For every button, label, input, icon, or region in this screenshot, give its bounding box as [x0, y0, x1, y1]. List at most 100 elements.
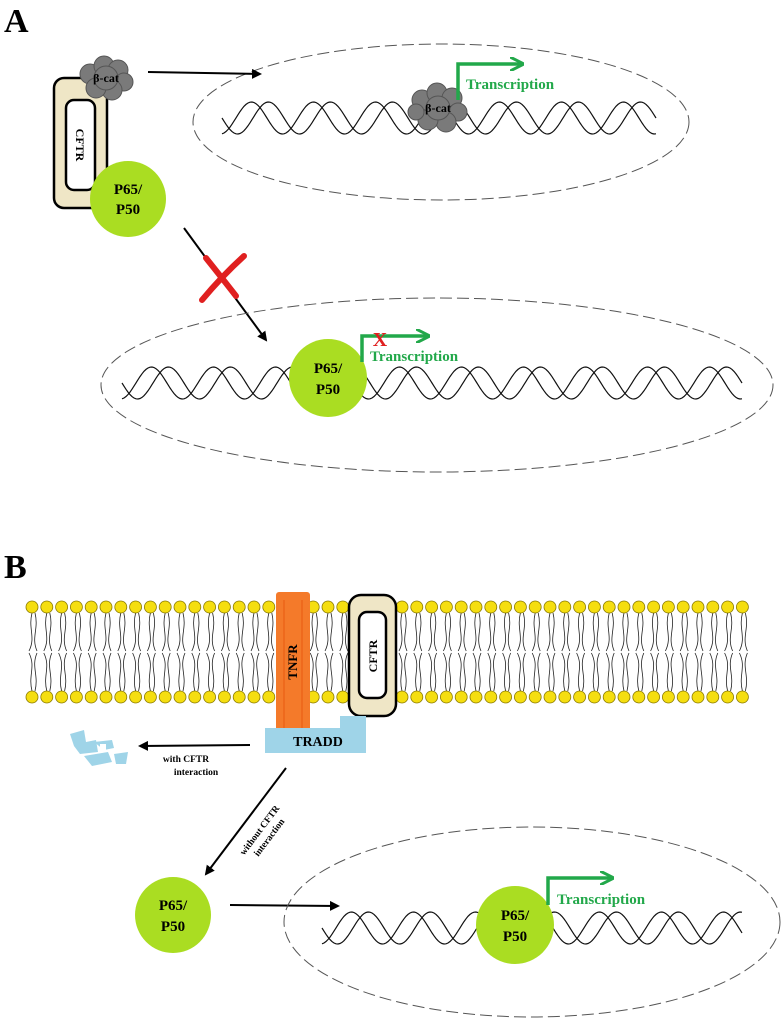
lipid-head-inner [25, 690, 39, 704]
lipid-head-outer [588, 600, 601, 614]
p65-label-b2: P65/ [501, 908, 530, 924]
dna-helix-lower-a [121, 366, 743, 400]
transcription-label-2: Transcription [370, 349, 459, 365]
lipid-head-inner [129, 690, 143, 704]
lipid-head-outer [573, 600, 586, 614]
beta-catenin-cytoplasm: β-cat [79, 55, 134, 101]
tradd-adaptor: TRADD [265, 716, 366, 753]
lipid-head-outer [543, 600, 557, 614]
lipid-head-inner [203, 690, 217, 704]
arrow-with-cftr [138, 740, 251, 751]
lipid-head-inner [410, 690, 424, 704]
lipid-head-inner [425, 690, 439, 704]
lipid-head-outer [55, 600, 68, 614]
transcription-label-3: Transcription [557, 892, 646, 908]
lipid-head-inner [647, 690, 660, 704]
lipid-head-outer [647, 600, 660, 614]
arrow-without-cftr [204, 767, 287, 876]
lipid-head-inner [662, 690, 675, 704]
cftr-label-b: CFTR [366, 639, 380, 672]
lipid-head-outer [514, 600, 527, 614]
lipid-head-inner [336, 690, 350, 704]
lipid-head-outer [676, 600, 690, 614]
translocation-arrow-beta-cat [147, 68, 262, 79]
with-cftr-label-2: interaction [174, 768, 219, 778]
lipid-head-inner [691, 690, 705, 704]
lipid-head-inner [528, 690, 542, 704]
lipid-head-outer [558, 600, 572, 614]
dna-strand-2 [121, 366, 743, 400]
lipid-head-outer [99, 600, 113, 614]
nfkb-complex-nuclear-b: P65/ P50 [476, 886, 554, 964]
lipid-head-outer [40, 600, 54, 614]
transcription-arrow-1 [456, 64, 522, 100]
lipid-head-outer [439, 600, 453, 614]
transcription-arrow-3 [546, 878, 612, 905]
lipid-head-inner [632, 690, 646, 704]
lipid-head-inner [55, 690, 68, 704]
lipid-head-outer [410, 600, 424, 614]
degraded-fragments [70, 730, 128, 766]
nucleus-lower-a [100, 297, 774, 473]
cftr-channel-b: CFTR [347, 593, 398, 718]
lipid-head-outer [736, 600, 749, 614]
lipid-head-inner [499, 690, 513, 704]
lipid-head-outer [425, 600, 439, 614]
lipid-head-outer [247, 600, 261, 614]
lipid-head-outer [528, 600, 542, 614]
lipid-head-inner [84, 690, 98, 704]
lipid-head-outer [662, 600, 675, 614]
lipid-head-inner [114, 690, 128, 704]
dna-strand-1 [121, 366, 743, 400]
beta-cat-label-cytoplasm: β-cat [93, 71, 119, 85]
nucleus-b [283, 826, 781, 1018]
cftr-label-a: CFTR [73, 129, 87, 162]
lipid-head-outer [469, 600, 483, 614]
lipid-head-outer [114, 600, 128, 614]
p65-label-b1: P65/ [159, 898, 188, 914]
block-x-mark-large [199, 253, 247, 303]
lipid-head-outer [691, 600, 705, 614]
tradd-label: TRADD [293, 735, 343, 750]
panel-label-a: A [4, 3, 29, 40]
lipid-head-outer [706, 600, 720, 614]
p50-label-a2: P50 [316, 382, 340, 398]
lipid-head-inner [514, 690, 527, 704]
nfkb-complex-nuclear-a: P65/ P50 [289, 339, 367, 417]
transcription-arrow-2 [360, 336, 428, 362]
lipid-head-inner [617, 690, 631, 704]
lipid-head-outer [25, 600, 39, 614]
p50-label-a1: P50 [116, 202, 140, 218]
lipid-head-outer [321, 600, 335, 614]
lipid-head-inner [247, 690, 261, 704]
lipid-head-inner [99, 690, 113, 704]
block-x-mark-small: X [373, 329, 388, 351]
lipid-head-inner [143, 690, 157, 704]
p65-label-a1: P65/ [114, 182, 143, 198]
lipid-head-inner [573, 690, 586, 704]
nfkb-complex-cytoplasm-a: P65/ P50 [90, 161, 166, 237]
p50-label-b2: P50 [503, 929, 527, 945]
lipid-head-inner [217, 690, 231, 704]
lipid-head-inner [188, 690, 202, 704]
lipid-head-inner [469, 690, 483, 704]
lipid-head-inner [602, 690, 616, 704]
lipid-head-inner [70, 690, 83, 704]
lipid-head-outer [70, 600, 83, 614]
lipid-head-inner [721, 690, 734, 704]
lipid-head-inner [40, 690, 54, 704]
lipid-head-outer [484, 600, 498, 614]
lipid-head-outer [143, 600, 157, 614]
lipid-head-outer [721, 600, 734, 614]
lipid-head-outer [203, 600, 217, 614]
beta-cat-label-nuclear: β-cat [425, 101, 451, 115]
lipid-head-inner [321, 690, 335, 704]
nucleus-upper [192, 43, 690, 201]
lipid-tails [28, 612, 748, 692]
lipid-head-outer [188, 600, 202, 614]
lipid-head-inner [454, 690, 468, 704]
lipid-head-outer [173, 600, 187, 614]
lipid-head-outer [395, 600, 409, 614]
